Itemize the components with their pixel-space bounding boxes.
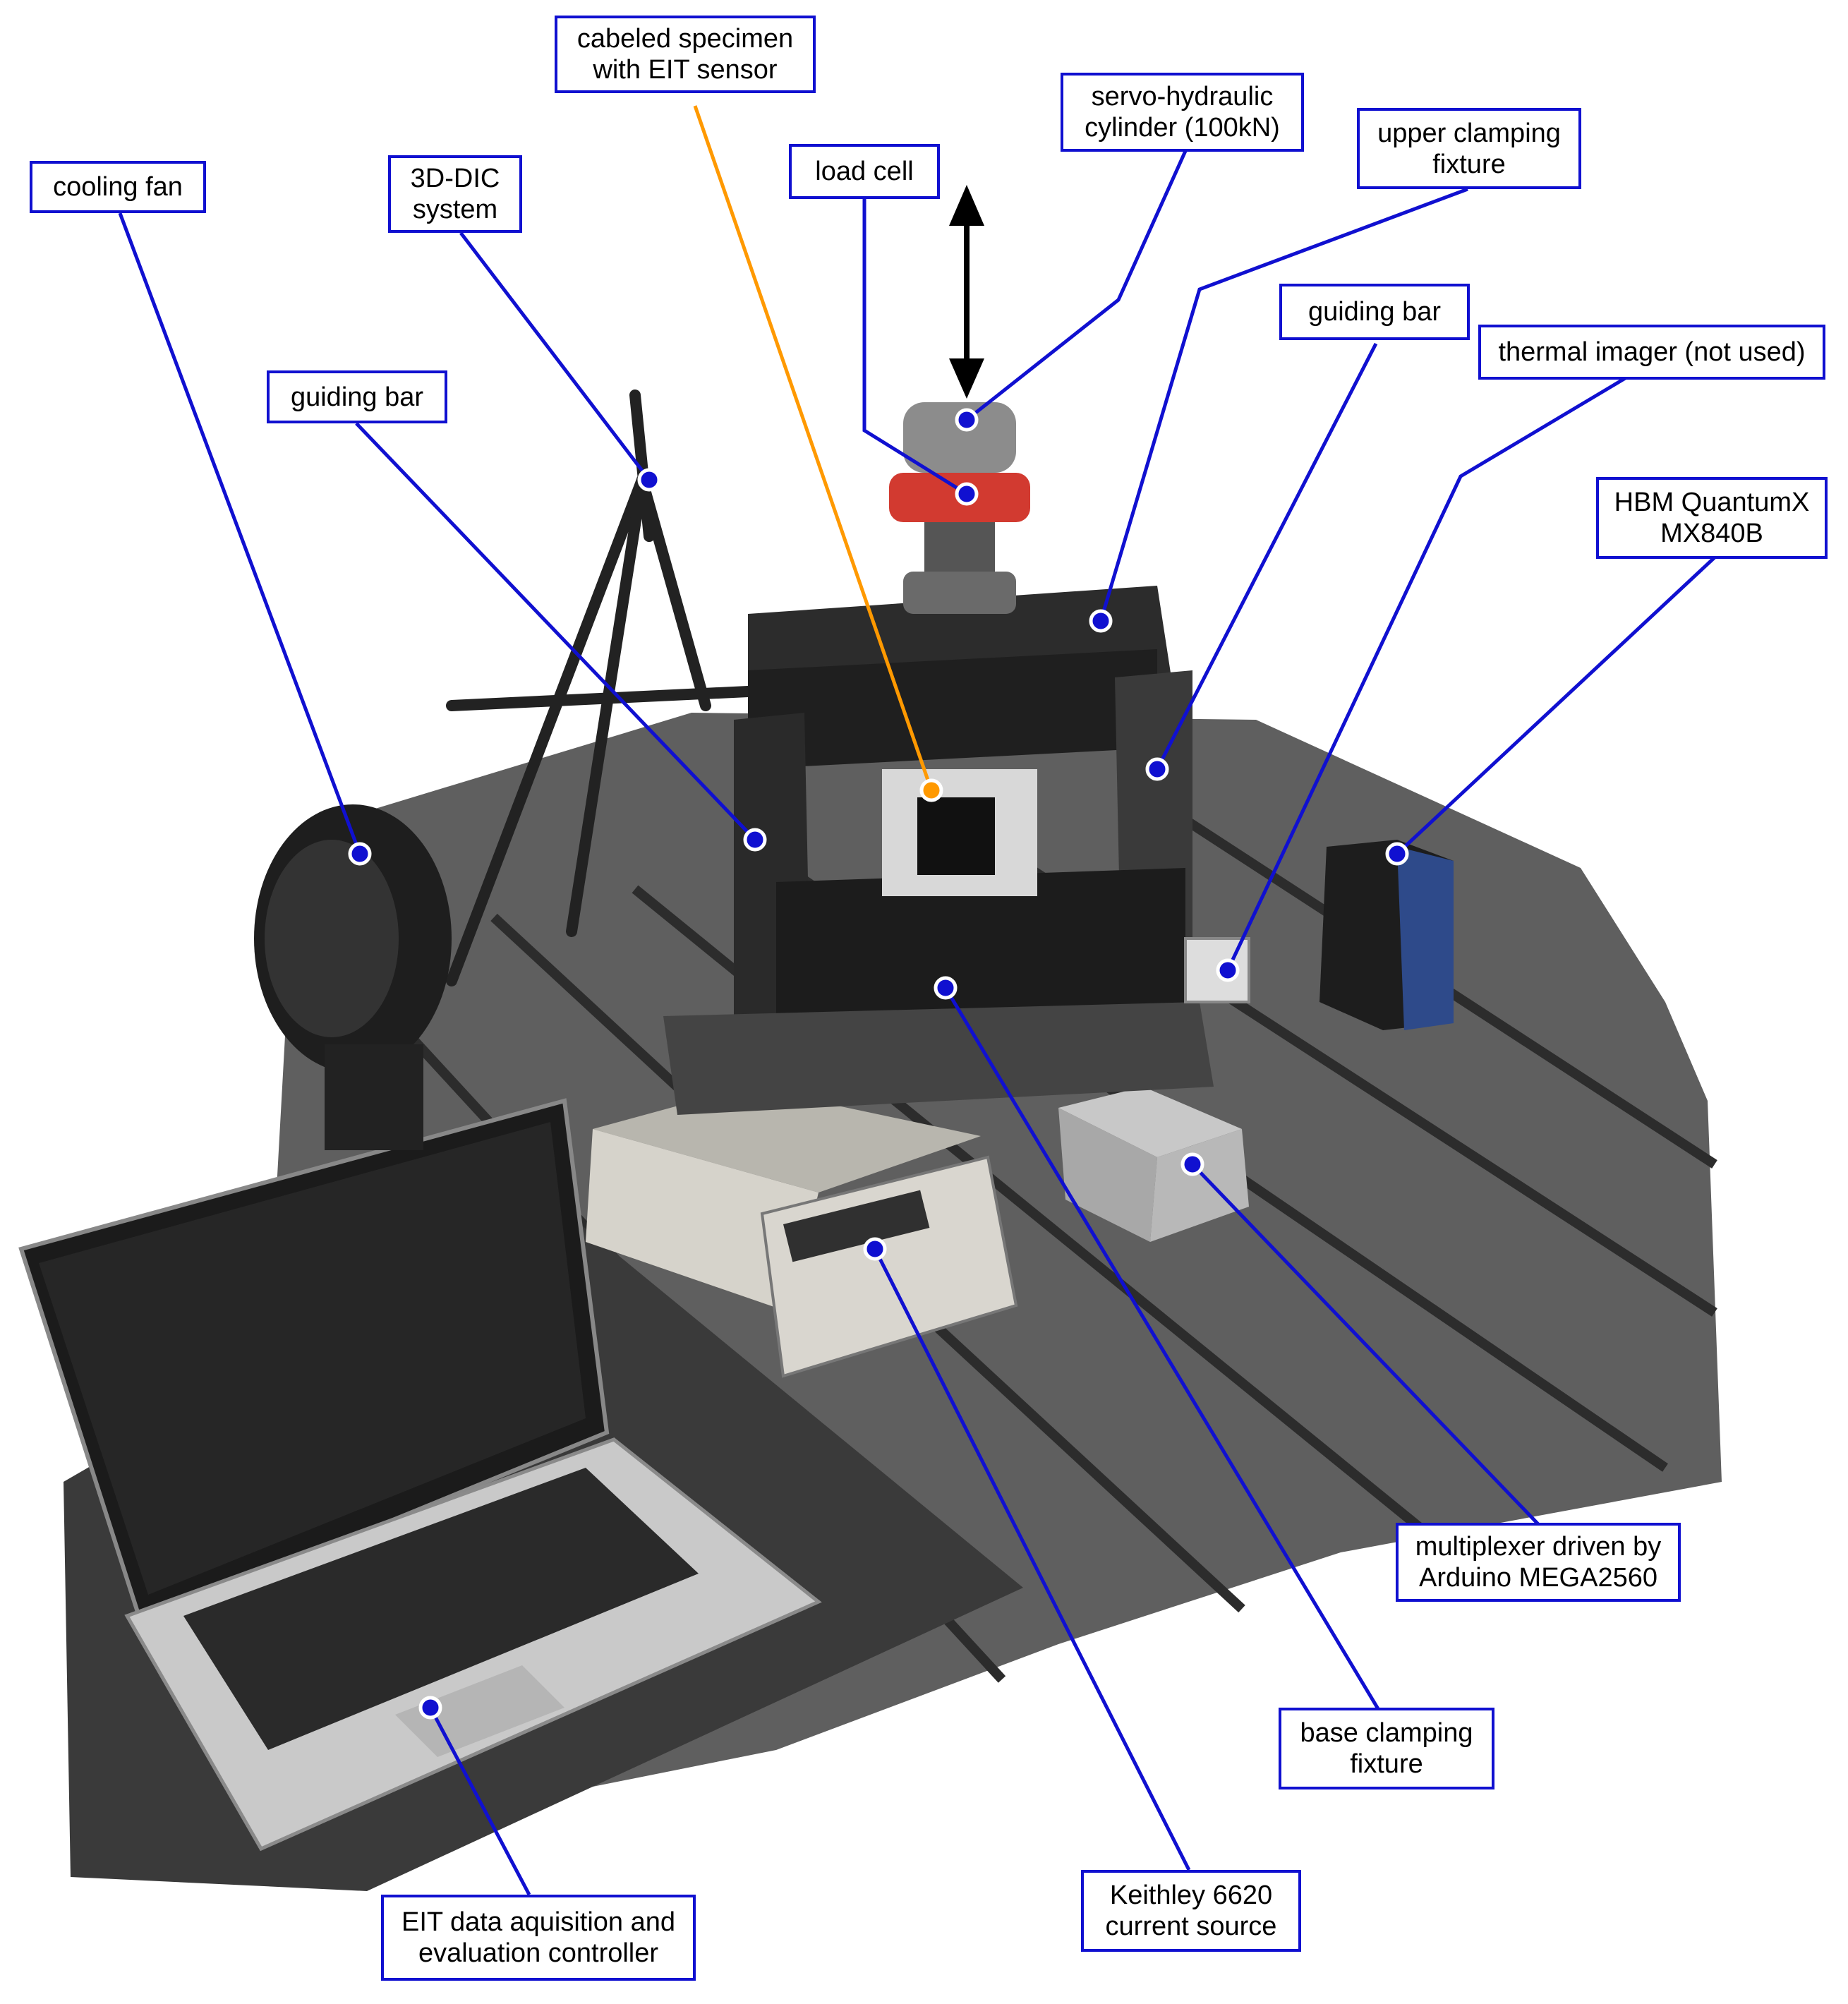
specimen-leader: [693, 105, 934, 791]
label-line: MX840B: [1660, 519, 1763, 548]
label-multiplexer: multiplexer driven by Arduino MEGA2560: [1396, 1523, 1681, 1602]
label-line: 3D-DIC: [410, 164, 500, 193]
label-guiding-bar-right: guiding bar: [1279, 284, 1470, 340]
label-line: multiplexer driven by: [1415, 1532, 1662, 1562]
label-line: system: [412, 195, 498, 224]
label-line: thermal imager (not used): [1498, 337, 1806, 367]
label-load-cell: load cell: [789, 144, 940, 199]
servo-cylinder: [889, 402, 1030, 614]
label-line: cabeled specimen: [576, 24, 794, 54]
specimen-anchor-dot: [919, 778, 943, 802]
label-cabeled-specimen: cabeled specimen with EIT sensor: [555, 16, 816, 93]
label-eit-controller: EIT data aquisition and evaluation contr…: [381, 1895, 696, 1981]
label-line: base clamping: [1300, 1718, 1473, 1748]
anchor-dots: [348, 408, 1409, 1720]
tripod: [446, 390, 754, 986]
label-line: evaluation controller: [418, 1938, 659, 1968]
label-line: EIT data aquisition and: [401, 1907, 675, 1937]
label-base-clamping-fixture: base clamping fixture: [1279, 1708, 1494, 1789]
cooling-fan: [254, 804, 452, 1150]
label-line: guiding bar: [290, 382, 424, 412]
loading-frame: [663, 586, 1214, 1115]
label-3d-dic-system: 3D-DIC system: [388, 155, 522, 233]
label-line: with EIT sensor: [593, 55, 778, 85]
label-line: fixture: [1350, 1749, 1423, 1779]
leader-lines: [118, 150, 1716, 1896]
laptop: [18, 1098, 822, 1852]
label-line: upper clamping: [1377, 118, 1561, 148]
load-direction-arrow: [949, 185, 984, 399]
label-line: load cell: [815, 157, 914, 186]
label-line: cylinder (100kN): [1085, 113, 1280, 143]
label-line: Arduino MEGA2560: [1419, 1563, 1657, 1593]
label-hbm-quantumx: HBM QuantumX MX840B: [1596, 477, 1828, 559]
multiplexer-box: [1058, 1087, 1249, 1242]
label-line: current source: [1105, 1912, 1277, 1941]
label-line: fixture: [1432, 149, 1506, 179]
label-line: guiding bar: [1308, 297, 1442, 327]
label-cooling-fan: cooling fan: [30, 161, 206, 213]
label-servo-hydraulic-cylinder: servo-hydraulic cylinder (100kN): [1061, 73, 1304, 152]
label-thermal-imager: thermal imager (not used): [1478, 325, 1825, 380]
label-guiding-bar-left: guiding bar: [267, 370, 447, 423]
label-line: HBM QuantumX: [1614, 488, 1810, 517]
label-line: servo-hydraulic: [1091, 82, 1274, 111]
label-keithley-current-source: Keithley 6620 current source: [1081, 1870, 1301, 1952]
label-line: Keithley 6620: [1109, 1881, 1273, 1910]
label-upper-clamping-fixture: upper clamping fixture: [1357, 108, 1581, 189]
label-line: cooling fan: [53, 172, 183, 202]
quantumx-module: [1319, 840, 1454, 1030]
